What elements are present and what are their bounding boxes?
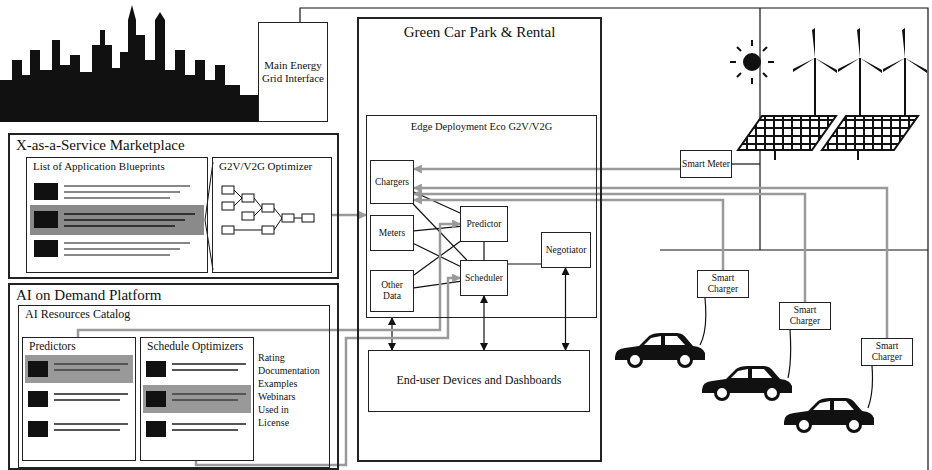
node-text: Green Car Park & Rental: [363, 24, 596, 41]
connector: [483, 296, 484, 350]
node-text: G2V/V2G Optimizer: [219, 160, 325, 173]
charger-box: Smart Charger: [697, 270, 749, 298]
connector: [414, 226, 460, 231]
optimizer-graph: [222, 186, 314, 234]
connector: [414, 242, 460, 276]
connector: [414, 188, 887, 338]
catalog-rows: [25, 355, 251, 437]
blueprint-rows: [30, 162, 213, 270]
node-text: Predictors: [29, 340, 129, 353]
connector: [414, 194, 805, 302]
node-text: Smart Charger: [781, 305, 829, 327]
catalog-label: Used in: [258, 404, 289, 415]
cars: [615, 333, 874, 432]
node-text: AI on Demand Platform: [16, 287, 331, 304]
wind-turbines: [793, 28, 927, 123]
connector: [565, 268, 566, 350]
process-box: Predictor: [460, 206, 508, 242]
connector: [414, 281, 460, 288]
connector: [391, 318, 392, 350]
panel: Green Car Park & RentalEdge Deployment E…: [357, 17, 602, 462]
catalog-list: Predictors: [22, 337, 136, 461]
process-box: Negotiator: [541, 232, 591, 268]
optimizer-box: G2V/V2G Optimizer: [212, 157, 332, 273]
node-text: Smart Charger: [863, 341, 911, 363]
grid-interface-box: Main Energy Grid Interface: [258, 22, 328, 122]
node-text: Smart Meter: [682, 159, 730, 170]
sun: [730, 40, 774, 84]
catalog-label: Rating: [258, 352, 285, 363]
node-text: List of Application Blueprints: [33, 160, 201, 173]
node-text: Main Energy Grid Interface: [260, 59, 326, 84]
edge-box: Edge Deployment Eco G2V/V2G ChargersMeter…: [366, 115, 597, 318]
connector: [483, 242, 484, 260]
catalog-list: Schedule Optimizers: [140, 337, 254, 461]
node-text: Edge Deployment Eco G2V/V2G: [371, 121, 592, 133]
node-text: AI Resources Catalog: [25, 308, 323, 322]
node-text: Predictor: [467, 219, 502, 230]
panel: X-as-a-Service MarketplaceList of Applic…: [8, 133, 339, 279]
node-text: Smart Charger: [699, 273, 747, 295]
node-text: Chargers: [375, 177, 409, 188]
catalog-label: Documentation: [258, 365, 320, 376]
meter-box: Smart Meter: [680, 150, 732, 178]
charger-box: Smart Charger: [779, 302, 831, 330]
catalog-label: Examples: [258, 378, 297, 389]
power-wires: [300, 8, 928, 470]
node-text: Meters: [379, 228, 405, 239]
node-text: X-as-a-Service Marketplace: [16, 137, 331, 154]
process-box: Chargers: [370, 160, 414, 204]
connector: [414, 168, 680, 171]
catalog-label: Webinars: [258, 391, 296, 402]
panel: AI on Demand Platform AI Resources Catalo…: [8, 283, 339, 470]
node-text: Other Data: [372, 280, 412, 302]
connector: [508, 263, 541, 264]
node-text: Schedule Optimizers: [147, 340, 247, 353]
charger-box: Smart Charger: [861, 338, 913, 366]
skyline: [0, 5, 260, 122]
node-text: Scheduler: [465, 273, 503, 284]
solar-panels: [738, 116, 918, 160]
dashboard-box: End-user Devices and Dashboards: [368, 350, 590, 412]
catalog-label: License: [258, 417, 289, 428]
blueprint-list: List of Application Blueprints: [26, 157, 208, 273]
process-box: Other Data: [370, 270, 414, 312]
process-box: Scheduler: [460, 260, 508, 296]
node-text: End-user Devices and Dashboards: [397, 374, 562, 388]
node-text: Negotiator: [546, 245, 587, 256]
process-box: Meters: [370, 215, 414, 251]
